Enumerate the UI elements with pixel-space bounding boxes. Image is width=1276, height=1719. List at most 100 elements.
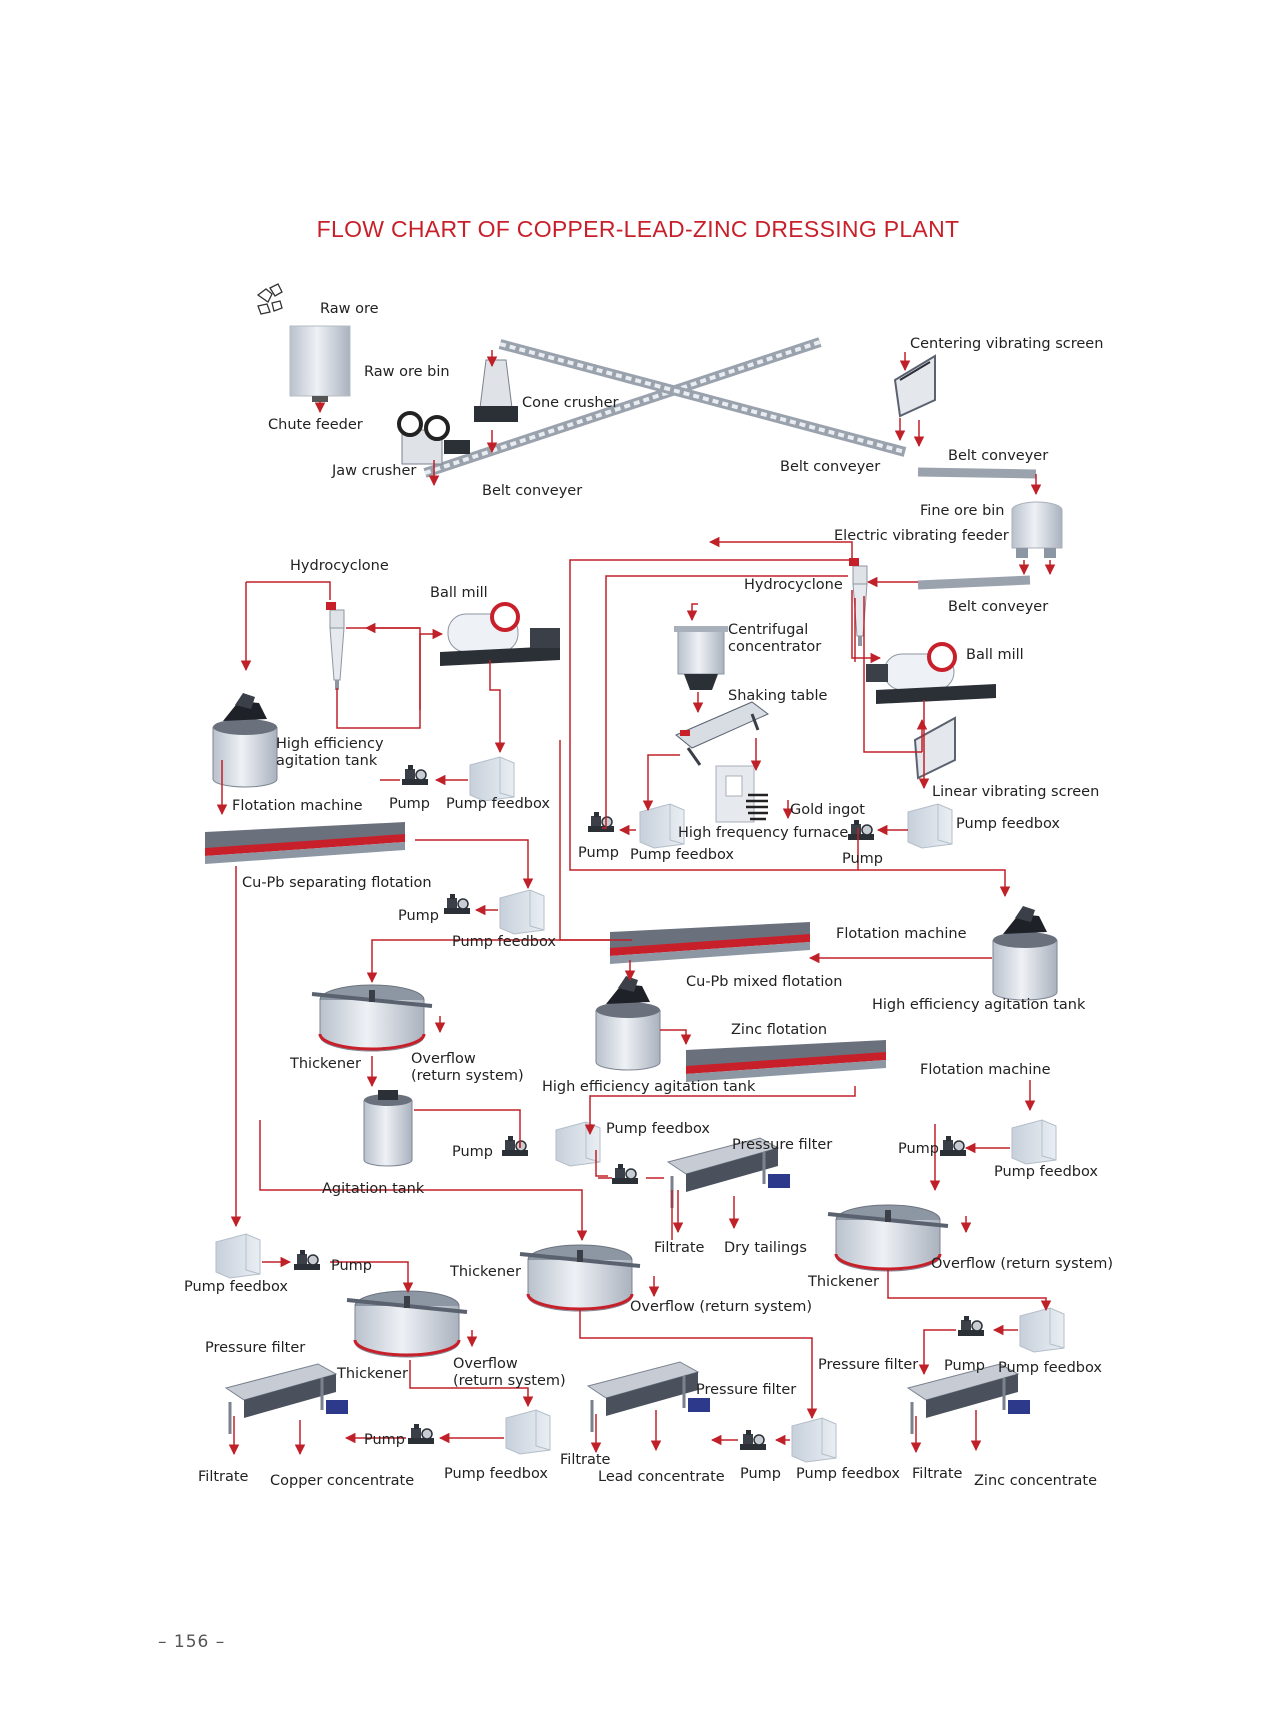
gold-ingot-label: Gold ingot: [790, 802, 865, 818]
belt-conveyer-4-icon: [917, 575, 1031, 590]
pressure-filter-3-icon: [586, 1360, 712, 1434]
shaking-table-icon: [675, 701, 769, 766]
belt-conveyer-3-label: Belt conveyer: [948, 448, 1049, 464]
hydrocyclone-right-label: Hydrocyclone: [744, 577, 843, 593]
agitation-tank-label: Agitation tank: [322, 1181, 425, 1197]
thickener-2-icon: [518, 1243, 642, 1313]
copper-concentrate-label: Copper concentrate: [270, 1473, 415, 1489]
pump-feedbox-9-label: Pump feedbox: [444, 1466, 548, 1482]
pump-feedbox-right-icon: [907, 803, 953, 849]
high-efficiency-agitation-tank-3-icon: [595, 975, 661, 1071]
filtrate-2-label: Filtrate: [198, 1469, 249, 1485]
ball-mill-left-icon: [440, 602, 560, 666]
high-frequency-furnace-label: High frequency furnace: [678, 825, 849, 841]
pump-feedbox-6-label: Pump feedbox: [994, 1164, 1098, 1180]
pump-10-icon: [739, 1429, 767, 1451]
centering-vibrating-screen-icon: [893, 354, 936, 418]
thickener-4-label: Thickener: [337, 1366, 408, 1382]
filtrate-1-label: Filtrate: [654, 1240, 705, 1256]
pump-feedbox-6-icon: [1011, 1119, 1057, 1165]
pump-7-label: Pump: [331, 1258, 373, 1274]
high-frequency-furnace-icon: [715, 765, 755, 823]
pump-6-label: Pump: [898, 1141, 940, 1157]
filtrate-4-label: Filtrate: [912, 1466, 963, 1482]
pump-feedbox-10-icon: [791, 1417, 837, 1463]
ball-mill-left-label: Ball mill: [430, 585, 488, 601]
thickener-1-icon: [310, 983, 434, 1053]
pressure-filter-4-label: Pressure filter: [818, 1357, 919, 1373]
raw-ore-label: Raw ore: [320, 301, 379, 317]
pump-4-label: Pump: [398, 908, 440, 924]
belt-conveyer-1-label: Belt conveyer: [482, 483, 583, 499]
thickener-1-label: Thickener: [290, 1056, 361, 1072]
pump-9-icon: [407, 1423, 435, 1445]
pump-6-icon: [611, 1163, 639, 1185]
flotation-machine-3-label: Flotation machine: [920, 1062, 1051, 1078]
ball-mill-right-icon: [866, 642, 996, 704]
high-efficiency-agitation-tank-2-label: High efficiency agitation tank: [872, 997, 1086, 1013]
ball-mill-right-label: Ball mill: [966, 647, 1024, 663]
cone-crusher-icon: [474, 359, 518, 422]
pump-feedbox-5-label: Pump feedbox: [606, 1121, 710, 1137]
pump-feedbox-7-icon: [215, 1233, 261, 1279]
pump-9-label: Pump: [364, 1432, 406, 1448]
pump-2-icon: [587, 811, 615, 833]
pump-10-label: Pump: [740, 1466, 782, 1482]
pump-feedbox-2-label: Pump feedbox: [630, 847, 734, 863]
thickener-3-label: Thickener: [808, 1274, 879, 1290]
flotation-machine-1-label: Flotation machine: [232, 798, 363, 814]
overflow-3-label: Overflow (return system): [931, 1256, 1114, 1272]
pump-feedbox-4-icon: [499, 889, 545, 935]
pump-feedbox-8-label: Pump feedbox: [998, 1360, 1102, 1376]
pressure-filter-1-label: Pressure filter: [732, 1137, 833, 1153]
agitation-tank-icon: [363, 1090, 413, 1167]
page-number: – 156 –: [158, 1632, 226, 1652]
pump-8-icon: [293, 1249, 321, 1271]
cu-pb-mixed-flotation-label: Cu-Pb mixed flotation: [686, 974, 843, 990]
pump-feedbox-9-icon: [505, 1409, 551, 1455]
pressure-filter-2-icon: [224, 1362, 350, 1436]
belt-conveyer-2-icon: [498, 339, 907, 457]
raw-ore-icon: [256, 283, 283, 315]
high-efficiency-agitation-tank-2-icon: [992, 905, 1058, 1001]
filtrate-3-label: Filtrate: [560, 1452, 611, 1468]
pump-8-label: Pump: [944, 1358, 986, 1374]
page-title: FLOW CHART OF COPPER-LEAD-ZINC DRESSING …: [316, 216, 960, 242]
fine-ore-bin-icon: [1011, 501, 1063, 558]
pump-2-label: Pump: [578, 845, 620, 861]
lead-concentrate-label: Lead concentrate: [598, 1469, 725, 1485]
belt-conveyer-4-label: Belt conveyer: [948, 599, 1049, 615]
linear-vibrating-screen-label: Linear vibrating screen: [932, 784, 1100, 800]
flotation-machine-3-icon: [686, 1040, 886, 1082]
flotation-machine-2-icon: [610, 922, 810, 964]
gold-ingot-icon: [746, 793, 768, 821]
belt-conveyer-2-label: Belt conveyer: [780, 459, 881, 475]
thickener-4-icon: [345, 1289, 469, 1359]
flotation-machine-1-icon: [205, 822, 405, 864]
high-efficiency-agitation-tank-1-label: High efficiency agitation tank: [276, 736, 384, 769]
thickener-3-icon: [826, 1203, 950, 1273]
pump-feedbox-1-label: Pump feedbox: [446, 796, 550, 812]
pump-feedbox-8-icon: [1019, 1307, 1065, 1353]
pump-feedbox-4-label: Pump feedbox: [452, 934, 556, 950]
pressure-filter-3-label: Pressure filter: [696, 1382, 797, 1398]
pump-feedbox-5-icon: [555, 1121, 601, 1167]
jaw-crusher-icon: [397, 411, 470, 465]
chute-feeder-label: Chute feeder: [268, 417, 363, 433]
cu-pb-separating-flotation-label: Cu-Pb separating flotation: [242, 875, 432, 891]
pump-feedbox-right-label: Pump feedbox: [956, 816, 1060, 832]
flotation-machine-2-label: Flotation machine: [836, 926, 967, 942]
overflow-2-label: Overflow (return system): [630, 1299, 813, 1315]
pump-4-icon: [443, 893, 471, 915]
flow-lines: [216, 350, 1056, 1456]
pump-feedbox-1-icon: [469, 756, 515, 802]
jaw-crusher-label: Jaw crusher: [332, 463, 417, 479]
hydrocyclone-left-icon: [325, 601, 345, 691]
pressure-filter-2-label: Pressure filter: [205, 1340, 306, 1356]
belt-conveyer-3-icon: [917, 467, 1037, 479]
pump-3-label: Pump: [842, 851, 884, 867]
zinc-concentrate-label: Zinc concentrate: [974, 1473, 1097, 1489]
zinc-flotation-label: Zinc flotation: [731, 1022, 828, 1038]
pump-7-icon: [939, 1135, 967, 1157]
